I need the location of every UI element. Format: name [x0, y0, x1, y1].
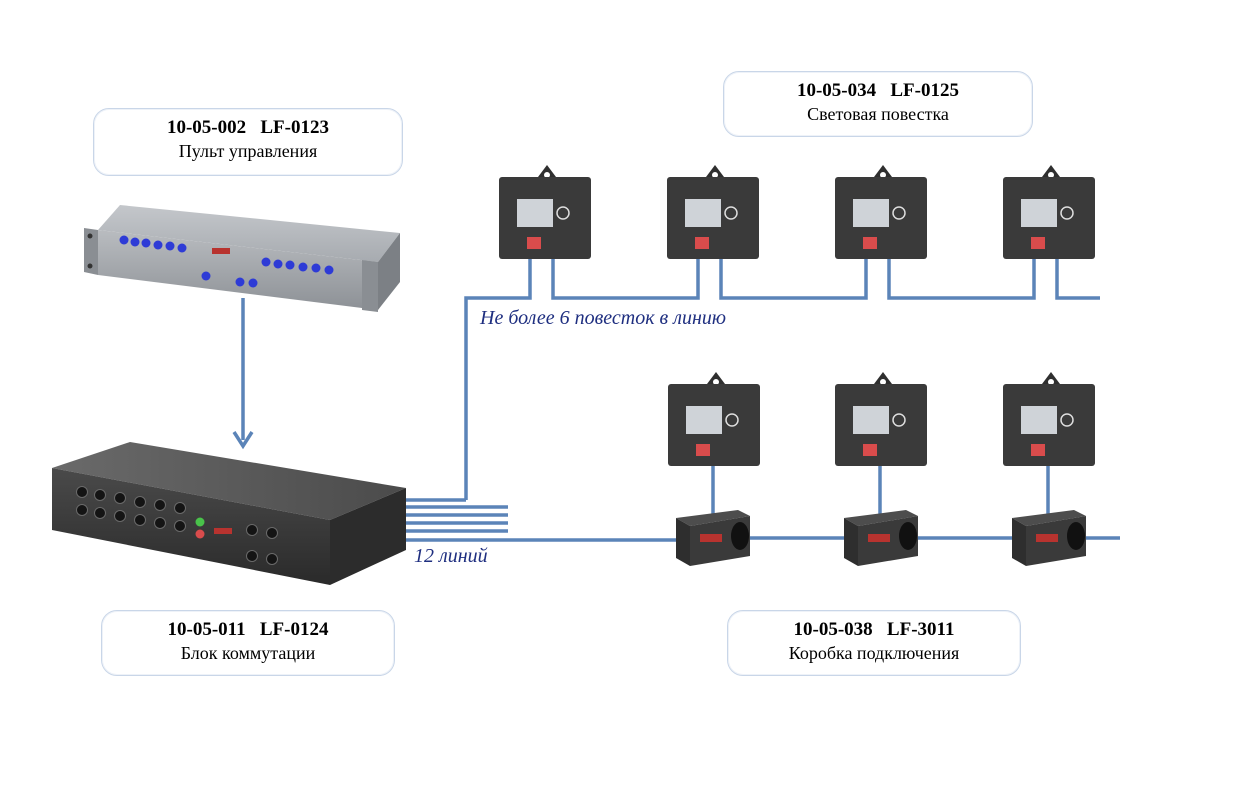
upper-line-seg-4 [1055, 258, 1100, 300]
switch-unit-label: 10-05-011 LF-0124 Блок коммутации [101, 610, 395, 676]
junction-box-2 [844, 510, 918, 566]
upper-line-seg-2 [719, 258, 868, 300]
control-panel-device [84, 205, 400, 312]
switch-unit-device [52, 442, 406, 585]
light-call-devices [499, 165, 1095, 466]
light-call-1 [499, 165, 591, 259]
light-call-code: 10-05-034 LF-0125 [796, 80, 959, 101]
upper-line-seg-1 [551, 258, 700, 300]
light-call-3 [835, 165, 927, 259]
junction-box-label: 10-05-038 LF-3011 Коробка подключения [727, 610, 1021, 676]
wires [232, 258, 1120, 542]
max-per-line-caption: Не более 6 повесток в линию [480, 307, 726, 329]
switch-unit-name: Блок коммутации [180, 643, 316, 663]
junction-box-name: Коробка подключения [788, 643, 960, 663]
switch-unit-code: 10-05-011 LF-0124 [167, 619, 329, 640]
light-call-5 [668, 372, 760, 466]
upper-line-seg-3 [887, 258, 1036, 300]
light-call-name: Световая повестка [807, 104, 949, 124]
control-panel-code: 10-05-002 LF-0123 [166, 117, 329, 138]
arrow-head [232, 431, 254, 450]
control-panel-label: 10-05-002 LF-0123 Пульт управления [93, 108, 403, 176]
light-call-7 [1003, 372, 1095, 466]
light-call-2 [667, 165, 759, 259]
control-panel-name: Пульт управления [178, 141, 318, 161]
junction-box-code: 10-05-038 LF-3011 [793, 619, 955, 640]
junction-box-3 [1012, 510, 1086, 566]
lines-count-caption: 12 линий [414, 545, 488, 567]
upper-line-riser [464, 258, 532, 500]
light-call-4 [1003, 165, 1095, 259]
light-call-label: 10-05-034 LF-0125 Световая повестка [723, 71, 1033, 137]
junction-box-1 [676, 510, 750, 566]
light-call-6 [835, 372, 927, 466]
junction-boxes [676, 510, 1086, 566]
